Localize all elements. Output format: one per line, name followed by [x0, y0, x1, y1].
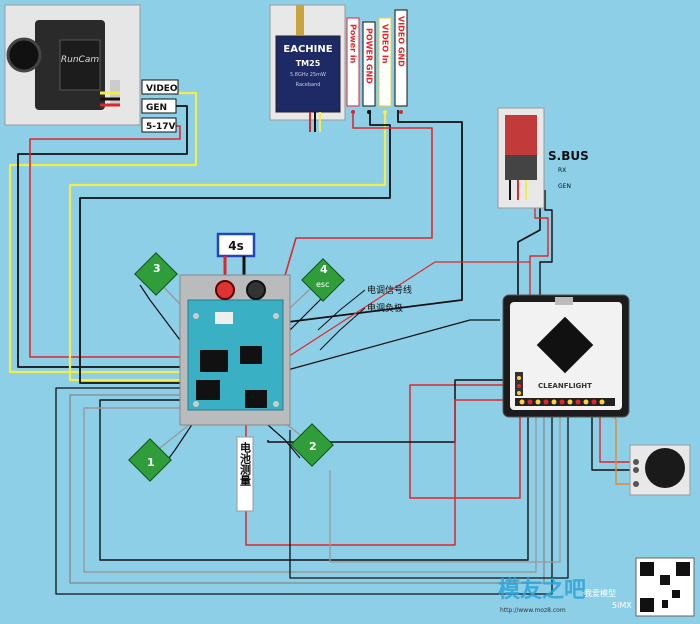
motor-2: 2 [290, 423, 334, 467]
annotation-esc-negative: 电调负极 [367, 302, 403, 314]
pointer-esc-negative [319, 307, 366, 351]
wire-esc-signal-3 [69, 394, 545, 584]
wire-vtx-video [68, 110, 387, 382]
motor-4: 4 esc [301, 258, 345, 302]
receiver-photo [497, 107, 545, 209]
vtx-spec: 5.8GHz 25mW [290, 72, 326, 78]
pdb-board [179, 256, 291, 426]
annotation-esc-signal: 电调信号线 [367, 284, 412, 296]
vtx-model: TM25 [296, 59, 321, 68]
motor-1-number: 1 [147, 456, 155, 469]
wire-motor-3b [139, 284, 181, 341]
wire-vtx-gnd [79, 110, 391, 384]
vtx-pin-power-gnd: POWER GND [365, 28, 374, 84]
annotation-battery-measure: 电池测量 [239, 441, 252, 486]
vtx-brand: EACHINE [283, 44, 332, 55]
receiver-pin-rx: RX [558, 167, 566, 174]
watermark: 模友之吧 http://www.moz8.com 我爱模型 5iMX [498, 557, 695, 617]
wire-pdb-fc-red [279, 261, 530, 363]
motor-4-sub: esc [316, 280, 330, 289]
flight-controller: CLEANFLIGHT [502, 294, 630, 418]
watermark-brand-cn: 我爱模型 [584, 588, 616, 598]
camera-label-power: 5-17V [146, 122, 176, 132]
buzzer-icon [645, 448, 685, 488]
watermark-site: 模友之吧 [498, 577, 586, 603]
camera-lens-icon [6, 37, 42, 73]
vtx-pin-video-in: VIDEO In [381, 24, 390, 64]
wire-fc-red-1 [409, 384, 521, 499]
motor-4-number: 4 [320, 263, 328, 276]
wire-buzzer-red [599, 412, 640, 463]
battery-positive-pad [215, 280, 235, 300]
buzzer [629, 444, 691, 496]
battery-label: 4s [228, 239, 244, 253]
wire-camera-gnd [17, 105, 188, 368]
camera-labels: VIDEO GEN 5-17V [141, 79, 179, 133]
wire-buzzer-black [591, 412, 640, 471]
battery-measure-label: 电池测量 [236, 436, 254, 512]
fc-brand: CLEANFLIGHT [538, 382, 592, 390]
vtx-band: Raceband [296, 82, 321, 88]
battery-label-box: 4s [216, 232, 256, 258]
camera-photo: RunCam [4, 4, 141, 126]
vtx-pin-video-gnd: VIDEO GND [397, 16, 406, 67]
vtx-photo: EACHINE TM25 5.8GHz 25mW Raceband [269, 4, 346, 132]
wire-camera-video [8, 91, 198, 374]
battery-negative-pad [246, 280, 266, 300]
wire-pdb-fc-black [279, 319, 500, 373]
motor-3-number: 3 [153, 262, 161, 275]
antenna-icon [296, 5, 304, 35]
receiver-title: S.BUS [548, 149, 589, 163]
wire-esc-signal-2 [83, 407, 537, 573]
watermark-url: http://www.moz8.com [500, 607, 566, 614]
motor-3: 3 [134, 252, 178, 296]
pointer-esc-signal [317, 289, 366, 331]
motor-2-number: 2 [309, 440, 317, 453]
wire-camera-power [29, 125, 184, 358]
wire-vtx-power [271, 110, 433, 321]
vtx-pin-power-in: Power in [349, 24, 358, 64]
camera-brand: RunCam [61, 55, 99, 65]
vtx-pin-labels: Power in POWER GND VIDEO In VIDEO GND [346, 9, 408, 114]
wire-esc-signal-4 [55, 387, 553, 595]
wire-esc-signal-1 [99, 399, 529, 561]
wire-fc-bottom-5 [329, 412, 561, 563]
camera-label-gen: GEN [146, 103, 167, 113]
wire-receiver-gnd [539, 190, 553, 300]
watermark-brand: 5iMX [612, 601, 632, 610]
wire-receiver-sbus [517, 190, 541, 300]
receiver-pin-gen: GEN [558, 183, 571, 190]
camera-label-video: VIDEO [146, 84, 178, 94]
wire-vtx-gnd-2 [263, 110, 463, 326]
wire-fc-bottom-6 [289, 412, 569, 579]
wire-receiver-power [529, 190, 549, 300]
motor-1: 1 [128, 438, 172, 482]
